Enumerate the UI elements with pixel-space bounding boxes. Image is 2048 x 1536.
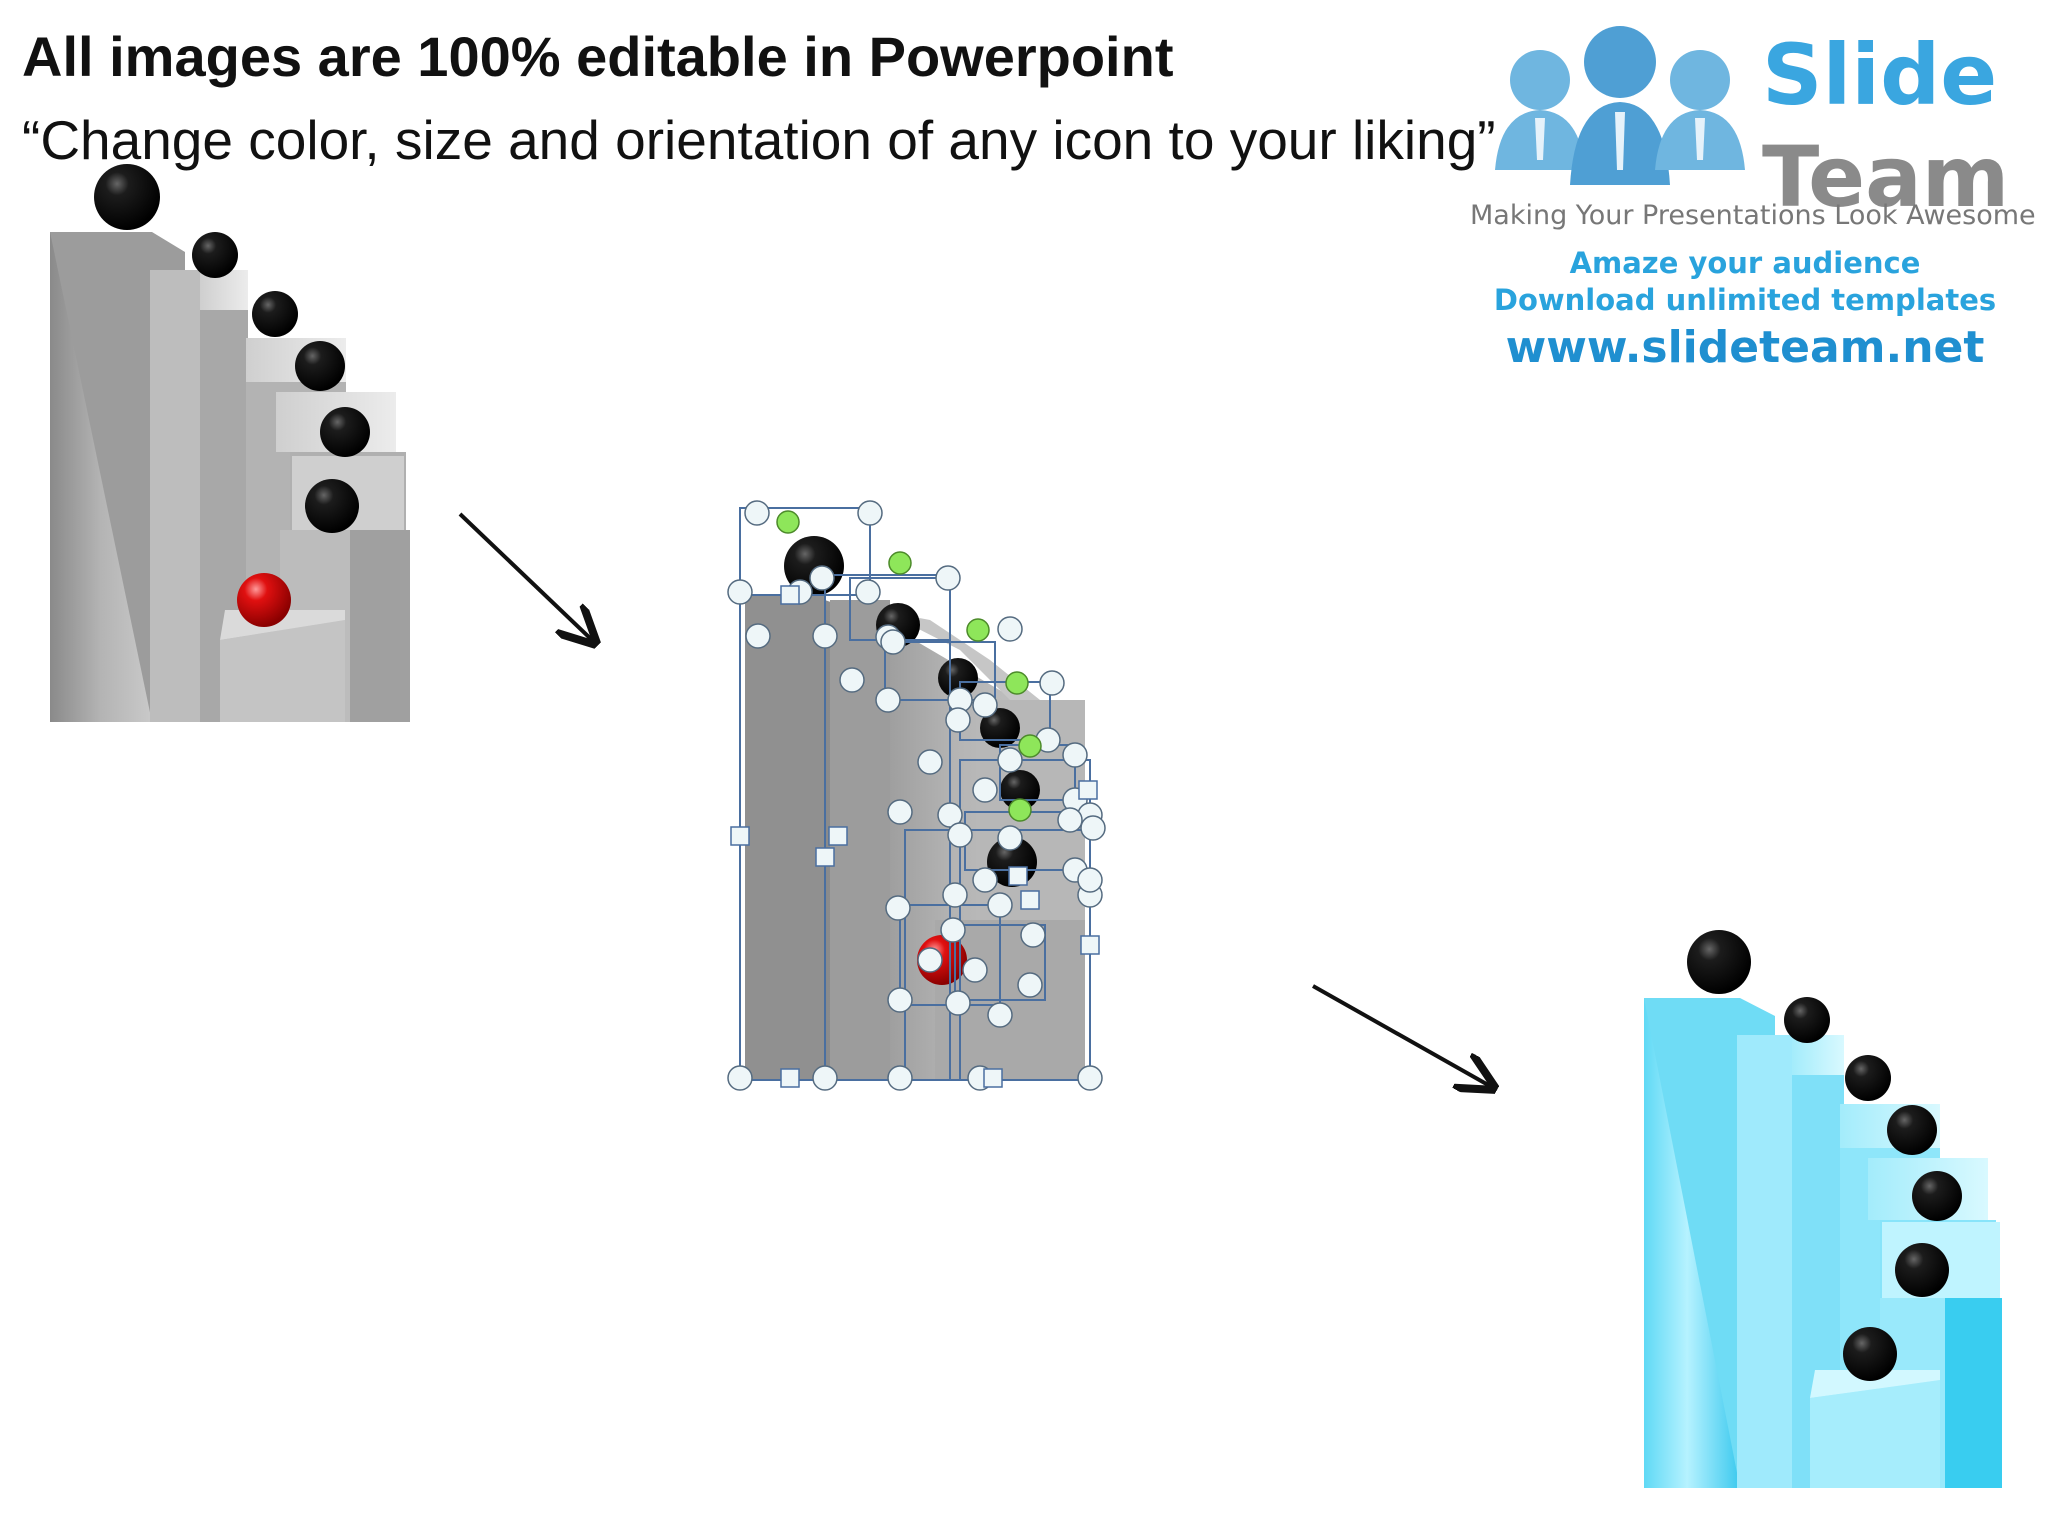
- resize-handle[interactable]: [887, 1065, 913, 1091]
- resize-handle[interactable]: [727, 579, 753, 605]
- resize-handle[interactable]: [745, 623, 771, 649]
- page-subtitle: “Change color, size and orientation of a…: [22, 109, 1496, 171]
- resize-handle[interactable]: [857, 500, 883, 526]
- resize-handle[interactable]: [972, 692, 998, 718]
- resize-handle[interactable]: [972, 777, 998, 803]
- black-ball-icon: [1687, 930, 1751, 994]
- blue-staircase-icon[interactable]: [1644, 930, 2002, 1488]
- resize-handle[interactable]: [727, 1065, 753, 1091]
- logo-word-team: Team: [1762, 128, 2010, 226]
- resize-handle[interactable]: [887, 799, 913, 825]
- resize-handle[interactable]: [1080, 815, 1106, 841]
- black-ball-icon: [305, 479, 359, 533]
- resize-handle[interactable]: [1057, 807, 1083, 833]
- resize-handle[interactable]: [962, 957, 988, 983]
- resize-handle[interactable]: [937, 802, 963, 828]
- black-ball-icon: [252, 291, 298, 337]
- side-handle[interactable]: [828, 826, 848, 846]
- people-logo-icon: [1495, 26, 1745, 185]
- resize-handle[interactable]: [942, 882, 968, 908]
- resize-handle[interactable]: [1077, 1065, 1103, 1091]
- resize-handle[interactable]: [885, 895, 911, 921]
- resize-handle[interactable]: [987, 1002, 1013, 1028]
- promo-url-link[interactable]: www.slideteam.net: [1505, 322, 1985, 373]
- black-ball-icon: [1784, 997, 1830, 1043]
- black-ball-icon: [938, 658, 978, 698]
- resize-handle[interactable]: [855, 579, 881, 605]
- arrow-right-down-icon: [1312, 984, 1490, 1086]
- resize-handle[interactable]: [972, 867, 998, 893]
- resize-handle[interactable]: [945, 707, 971, 733]
- side-handle[interactable]: [780, 585, 800, 605]
- selection-box: [884, 641, 996, 701]
- rotate-handle[interactable]: [1008, 798, 1032, 822]
- resize-handle[interactable]: [987, 892, 1013, 918]
- resize-handle[interactable]: [997, 747, 1023, 773]
- resize-handle[interactable]: [935, 565, 961, 591]
- rotate-handle[interactable]: [888, 551, 912, 575]
- side-handle[interactable]: [1008, 866, 1028, 886]
- resize-handle[interactable]: [812, 1065, 838, 1091]
- side-handle[interactable]: [780, 1068, 800, 1088]
- resize-handle[interactable]: [997, 616, 1023, 642]
- black-ball-icon: [1843, 1327, 1897, 1381]
- resize-handle[interactable]: [887, 987, 913, 1013]
- logo-tagline: Making Your Presentations Look Awesome: [1470, 200, 2036, 231]
- resize-handle[interactable]: [947, 822, 973, 848]
- black-ball-icon: [192, 232, 238, 278]
- gray-staircase-icon[interactable]: [50, 164, 410, 722]
- rotate-handle[interactable]: [1018, 734, 1042, 758]
- black-ball-icon: [295, 341, 345, 391]
- side-handle[interactable]: [983, 1068, 1003, 1088]
- resize-handle[interactable]: [839, 667, 865, 693]
- resize-handle[interactable]: [880, 629, 906, 655]
- black-ball-icon: [94, 164, 160, 230]
- resize-handle[interactable]: [917, 947, 943, 973]
- selected-staircase-icon[interactable]: [727, 500, 1106, 1091]
- side-handle[interactable]: [1078, 780, 1098, 800]
- rotate-handle[interactable]: [966, 618, 990, 642]
- rotate-handle[interactable]: [1005, 671, 1029, 695]
- arrow-right-down-icon: [458, 512, 592, 640]
- side-handle[interactable]: [1080, 935, 1100, 955]
- promo-line-2: Download unlimited templates: [1493, 283, 1997, 317]
- slideteam-logo[interactable]: [1495, 26, 1745, 185]
- black-ball-icon: [980, 708, 1020, 748]
- resize-handle[interactable]: [1017, 972, 1043, 998]
- resize-handle[interactable]: [945, 990, 971, 1016]
- page-title: All images are 100% editable in Powerpoi…: [22, 25, 1174, 88]
- selection-handles: [727, 500, 1106, 1091]
- side-handle[interactable]: [730, 826, 750, 846]
- resize-handle[interactable]: [997, 825, 1023, 851]
- red-ball-icon: [237, 573, 291, 627]
- black-ball-icon: [1845, 1055, 1891, 1101]
- black-ball-icon: [320, 407, 370, 457]
- resize-handle[interactable]: [1039, 670, 1065, 696]
- resize-handle[interactable]: [809, 565, 835, 591]
- black-ball-icon: [1887, 1105, 1937, 1155]
- black-ball-icon: [1912, 1171, 1962, 1221]
- selection-box: [954, 924, 1046, 1001]
- promo-line-1: Amaze your audience: [1569, 246, 1921, 280]
- black-ball-icon: [1895, 1243, 1949, 1297]
- resize-handle[interactable]: [1077, 867, 1103, 893]
- resize-handle[interactable]: [917, 749, 943, 775]
- side-handle[interactable]: [815, 847, 835, 867]
- resize-handle[interactable]: [1062, 742, 1088, 768]
- logo-word-slide: Slide: [1762, 26, 1998, 124]
- resize-handle[interactable]: [875, 687, 901, 713]
- resize-handle[interactable]: [812, 623, 838, 649]
- resize-handle[interactable]: [744, 500, 770, 526]
- rotate-handle[interactable]: [776, 510, 800, 534]
- side-handle[interactable]: [1020, 890, 1040, 910]
- resize-handle[interactable]: [1020, 922, 1046, 948]
- resize-handle[interactable]: [940, 917, 966, 943]
